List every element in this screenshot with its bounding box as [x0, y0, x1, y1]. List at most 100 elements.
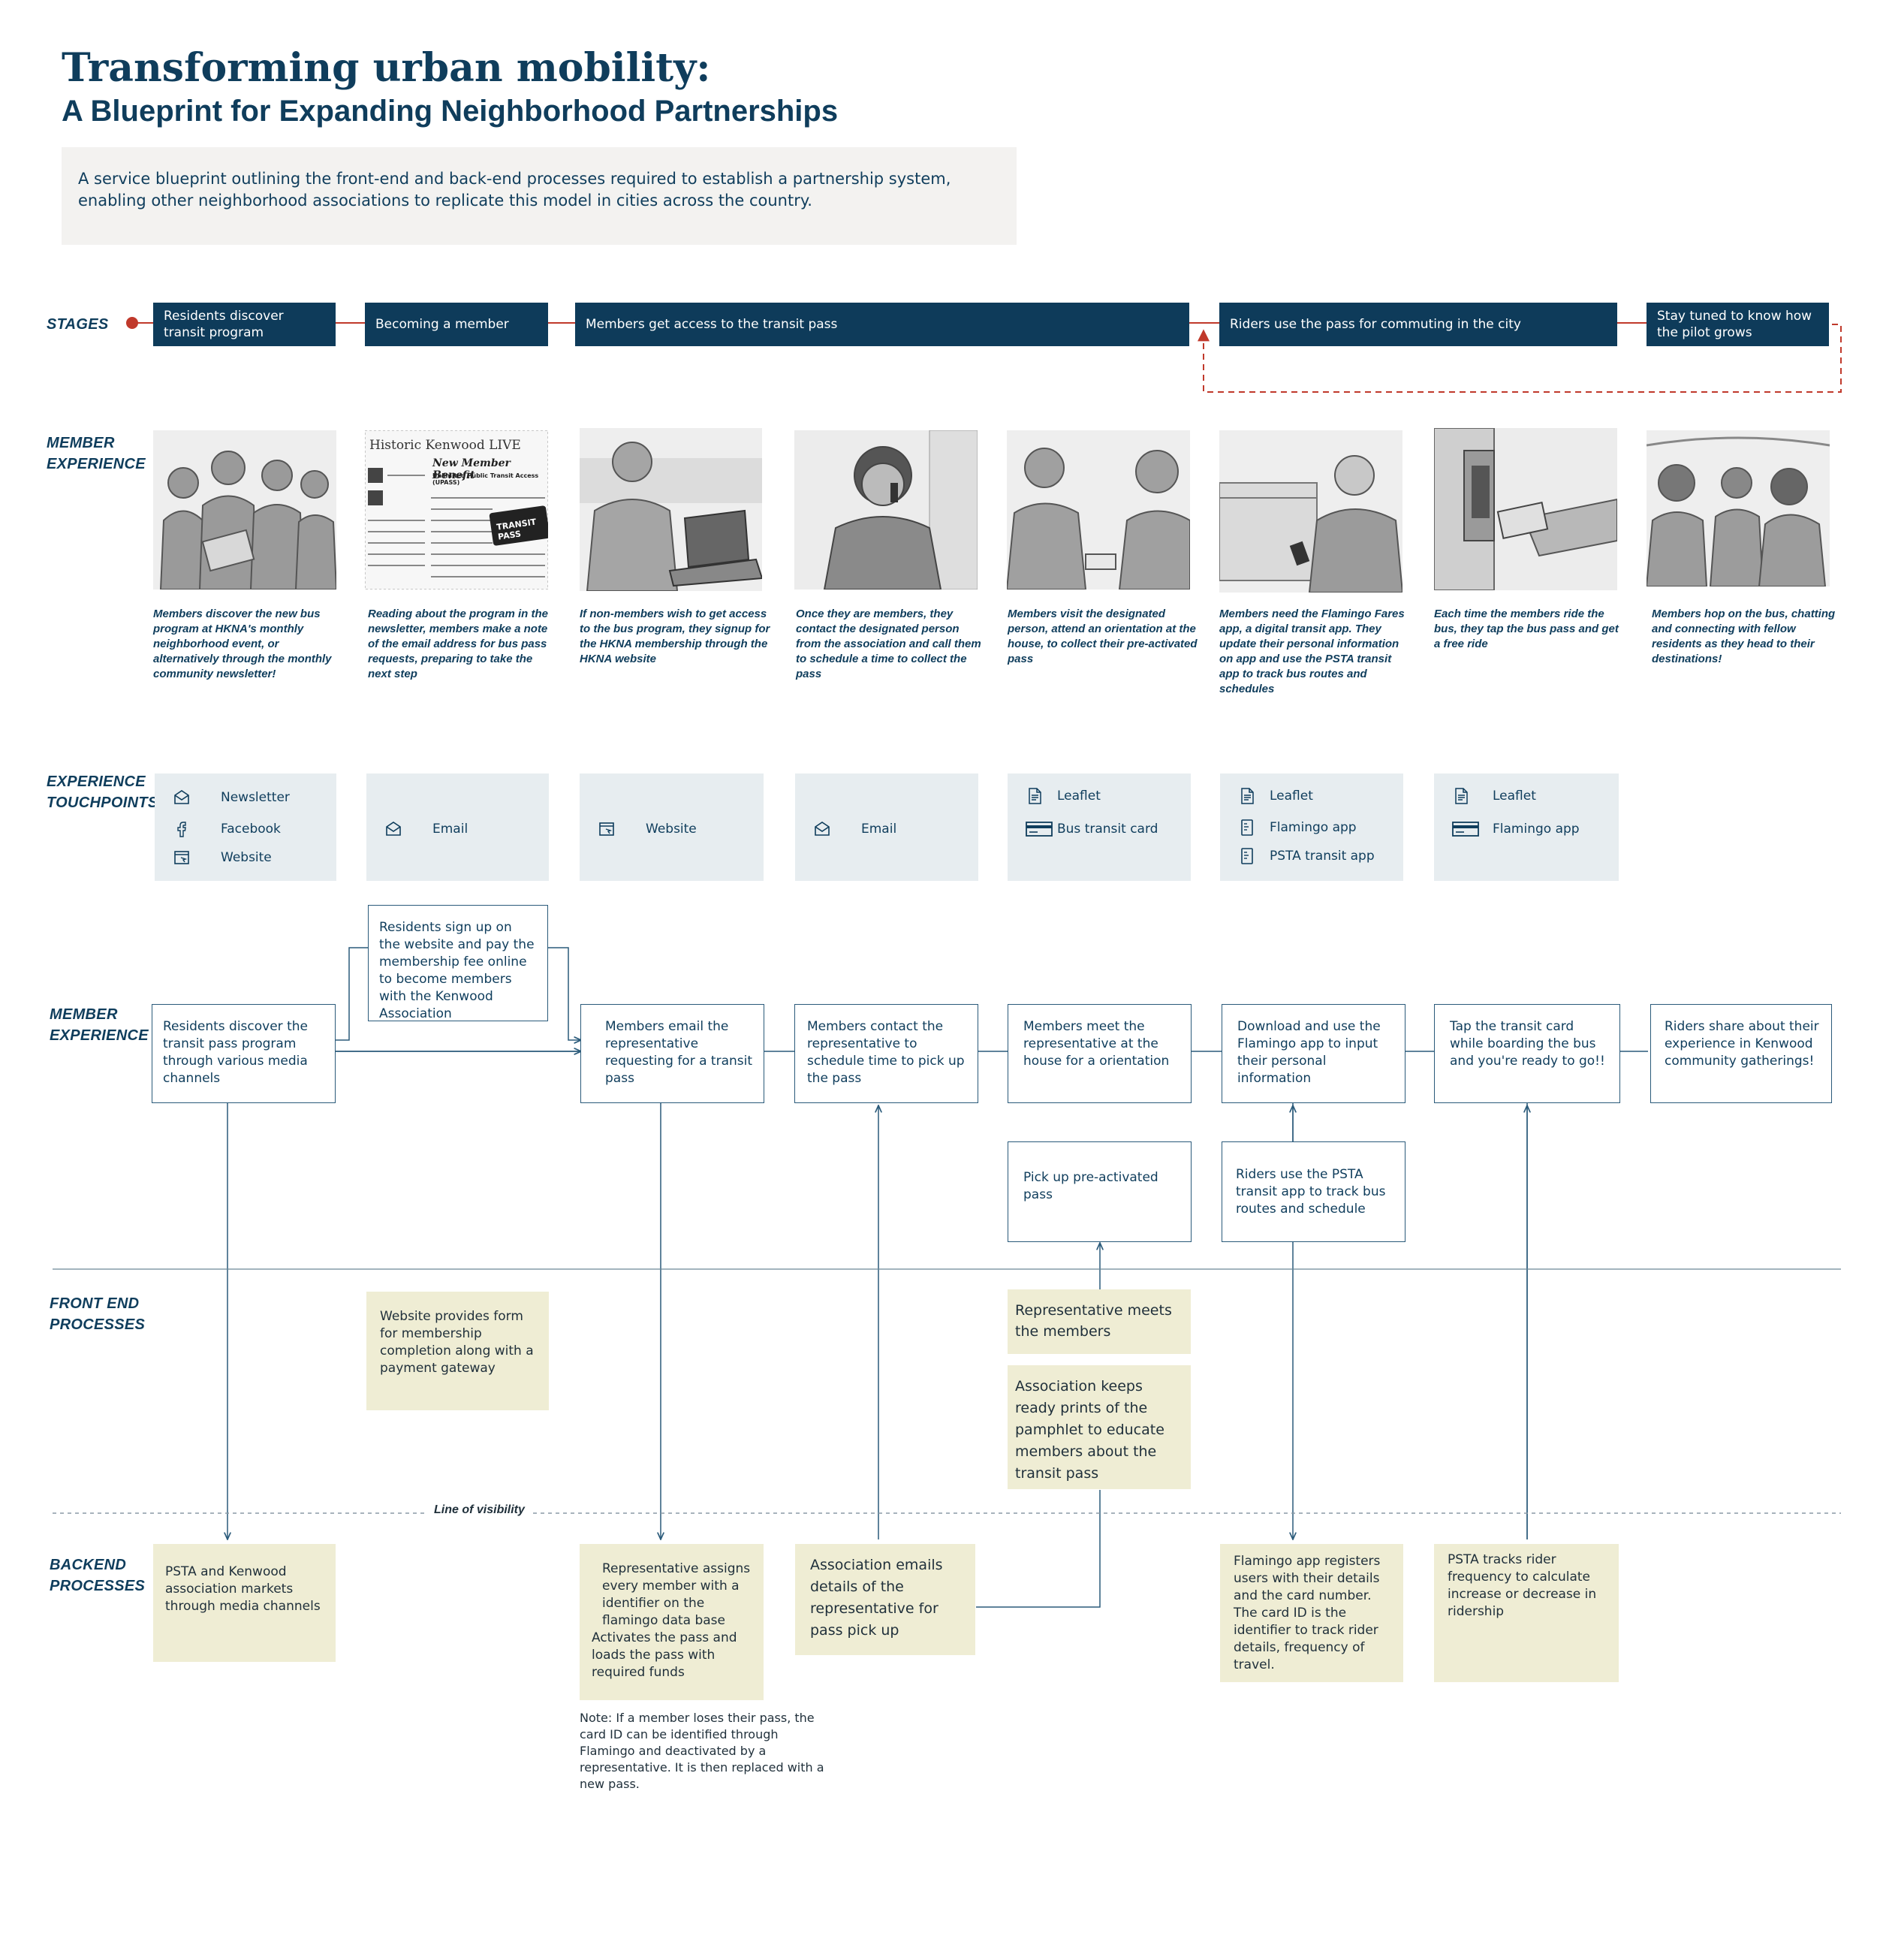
frontend-rep-meets: Representative meets the members: [1008, 1289, 1191, 1354]
leaflet-icon: [1452, 787, 1470, 805]
row-label-stages: STAGES: [47, 314, 109, 335]
timeline-start-dot: [126, 317, 138, 329]
touchpoint-leaflet: Leaflet: [1026, 787, 1101, 805]
touchpoints-apps: Leaflet Flamingo app PSTA transit app: [1220, 773, 1403, 881]
caption-orientation: Members visit the designated person, att…: [1008, 607, 1198, 667]
caption-signup: If non-members wish to get access to the…: [580, 607, 770, 667]
photo-bus-stop-app: [1219, 430, 1402, 593]
stage-use-pass: Riders use the pass for commuting in the…: [1219, 303, 1617, 346]
row-label-touchpoints: EXPERIENCE TOUCHPOINTS: [47, 771, 159, 813]
phone-app-icon: [1238, 819, 1256, 837]
backend-flamingo-registers: Flamingo app registers users with their …: [1220, 1544, 1403, 1682]
caption-contact: Once they are members, they contact the …: [796, 607, 987, 682]
touchpoint-email: Email: [384, 820, 468, 838]
touchpoint-newsletter: Newsletter: [173, 789, 290, 807]
card-icon: [1026, 820, 1053, 838]
stage-access-pass: Members get access to the transit pass: [575, 303, 1189, 346]
touchpoints-orientation: Leaflet Bus transit card: [1008, 773, 1191, 881]
backend-rep-assigns: Representative assigns every member with…: [592, 1560, 752, 1630]
page-subtitle: A Blueprint for Expanding Neighborhood P…: [62, 95, 838, 128]
touchpoint-label: Leaflet: [1493, 789, 1536, 804]
stage-discover: Residents discover transit program: [153, 303, 336, 346]
touchpoints-email: Email: [795, 773, 978, 881]
stage-stay-tuned: Stay tuned to know how the pilot grows: [1647, 303, 1829, 346]
touchpoint-psta-app: PSTA transit app: [1238, 847, 1375, 865]
touchpoint-label: Leaflet: [1057, 789, 1101, 804]
touchpoint-label: Email: [861, 822, 896, 837]
page-title: Transforming urban mobility:: [62, 45, 711, 91]
newsletter-masthead: Historic Kenwood LIVE: [369, 438, 521, 453]
backend-marketing: PSTA and Kenwood association markets thr…: [153, 1544, 336, 1662]
touchpoint-website: Website: [598, 820, 697, 838]
photo-bus-riders: [1647, 430, 1830, 586]
caption-flamingo: Members need the Flamingo Fares app, a d…: [1219, 607, 1410, 697]
touchpoint-label: Flamingo app: [1493, 822, 1580, 837]
website-icon: [173, 849, 191, 867]
card-meet-rep: Members meet the representative at the h…: [1008, 1004, 1192, 1103]
backend-rep-box: Representative assigns every member with…: [580, 1544, 764, 1700]
stage-become-member: Becoming a member: [365, 303, 548, 346]
newsletter-icon: [173, 789, 191, 807]
backend-rep-activates: Activates the pass and loads the pass wi…: [592, 1630, 752, 1681]
newsletter-benefit-subtitle: Unlimited Public Transit Access (UPASS): [432, 472, 548, 486]
touchpoint-label: Website: [221, 850, 272, 865]
touchpoints-discover: Newsletter Facebook Website: [155, 773, 336, 881]
caption-riders: Members hop on the bus, chatting and con…: [1652, 607, 1842, 667]
email-icon: [813, 820, 831, 838]
card-share: Riders share about their experience in K…: [1650, 1004, 1832, 1103]
touchpoint-label: PSTA transit app: [1270, 849, 1375, 864]
card-psta-app: Riders use the PSTA transit app to track…: [1222, 1141, 1405, 1242]
touchpoint-website: Website: [173, 849, 272, 867]
touchpoint-label: Flamingo app: [1270, 820, 1357, 835]
card-signup: Residents sign up on the website and pay…: [368, 905, 548, 1021]
touchpoint-leaflet: Leaflet: [1452, 787, 1536, 805]
row-label-member-experience-actions: MEMBER EXPERIENCE: [50, 1004, 147, 1046]
backend-psta-tracks: PSTA tracks rider frequency to calculate…: [1434, 1544, 1619, 1682]
touchpoint-label: Leaflet: [1270, 789, 1313, 804]
touchpoint-email: Email: [813, 820, 896, 838]
row-label-member-experience: MEMBER EXPERIENCE: [47, 433, 144, 475]
card-contact-rep: Members contact the representative to sc…: [794, 1004, 978, 1103]
touchpoint-label: Email: [432, 822, 468, 837]
leaflet-icon: [1238, 787, 1256, 805]
touchpoint-facebook: Facebook: [173, 820, 281, 838]
line-of-visibility-label: Line of visibility: [428, 1503, 531, 1517]
frontend-website-form: Website provides form for membership com…: [366, 1292, 549, 1410]
touchpoint-card: Flamingo app: [1452, 820, 1580, 838]
caption-newsletter: Reading about the program in the newslet…: [368, 607, 559, 682]
leaflet-icon: [1026, 787, 1044, 805]
touchpoint-leaflet: Leaflet: [1238, 787, 1313, 805]
card-tap-card: Tap the transit card while boarding the …: [1434, 1004, 1620, 1103]
caption-ride: Each time the members ride the bus, they…: [1434, 607, 1625, 652]
caption-discover: Members discover the new bus program at …: [153, 607, 344, 682]
touchpoint-flamingo-app: Flamingo app: [1238, 819, 1357, 837]
touchpoints-become-member: Email: [366, 773, 549, 881]
photo-orientation: [1007, 430, 1190, 590]
note-lost-pass: Note: If a member loses their pass, the …: [580, 1710, 835, 1793]
touchpoint-bus-card: Bus transit card: [1026, 820, 1158, 838]
row-label-backend: BACKEND PROCESSES: [50, 1554, 147, 1597]
touchpoint-label: Website: [646, 822, 697, 837]
email-icon: [384, 820, 402, 838]
touchpoint-label: Facebook: [221, 822, 281, 837]
card-discover: Residents discover the transit pass prog…: [152, 1004, 336, 1103]
touchpoint-label: Bus transit card: [1057, 822, 1158, 837]
touchpoint-label: Newsletter: [221, 790, 290, 805]
phone-app-icon: [1238, 847, 1256, 865]
card-email-rep: Members email the representative request…: [580, 1004, 764, 1103]
photo-tap-card: [1434, 428, 1617, 590]
card-pickup-pass: Pick up pre-activated pass: [1008, 1141, 1192, 1242]
photo-newsletter: Historic Kenwood LIVE New Member Benefit…: [365, 430, 548, 590]
website-icon: [598, 820, 616, 838]
frontend-prints: Association keeps ready prints of the pa…: [1008, 1365, 1191, 1489]
card-icon: [1452, 820, 1479, 838]
photo-group-event: [153, 430, 336, 590]
intro-description: A service blueprint outlining the front-…: [62, 147, 1017, 245]
row-label-front-end: FRONT END PROCESSES: [50, 1293, 147, 1335]
touchpoints-ride: Leaflet Flamingo app: [1434, 773, 1619, 881]
card-download-app: Download and use the Flamingo app to inp…: [1222, 1004, 1405, 1103]
facebook-icon: [173, 820, 191, 838]
photo-phone-call: [794, 430, 978, 590]
backend-association-emails: Association emails details of the repres…: [795, 1544, 975, 1655]
touchpoints-website: Website: [580, 773, 764, 881]
